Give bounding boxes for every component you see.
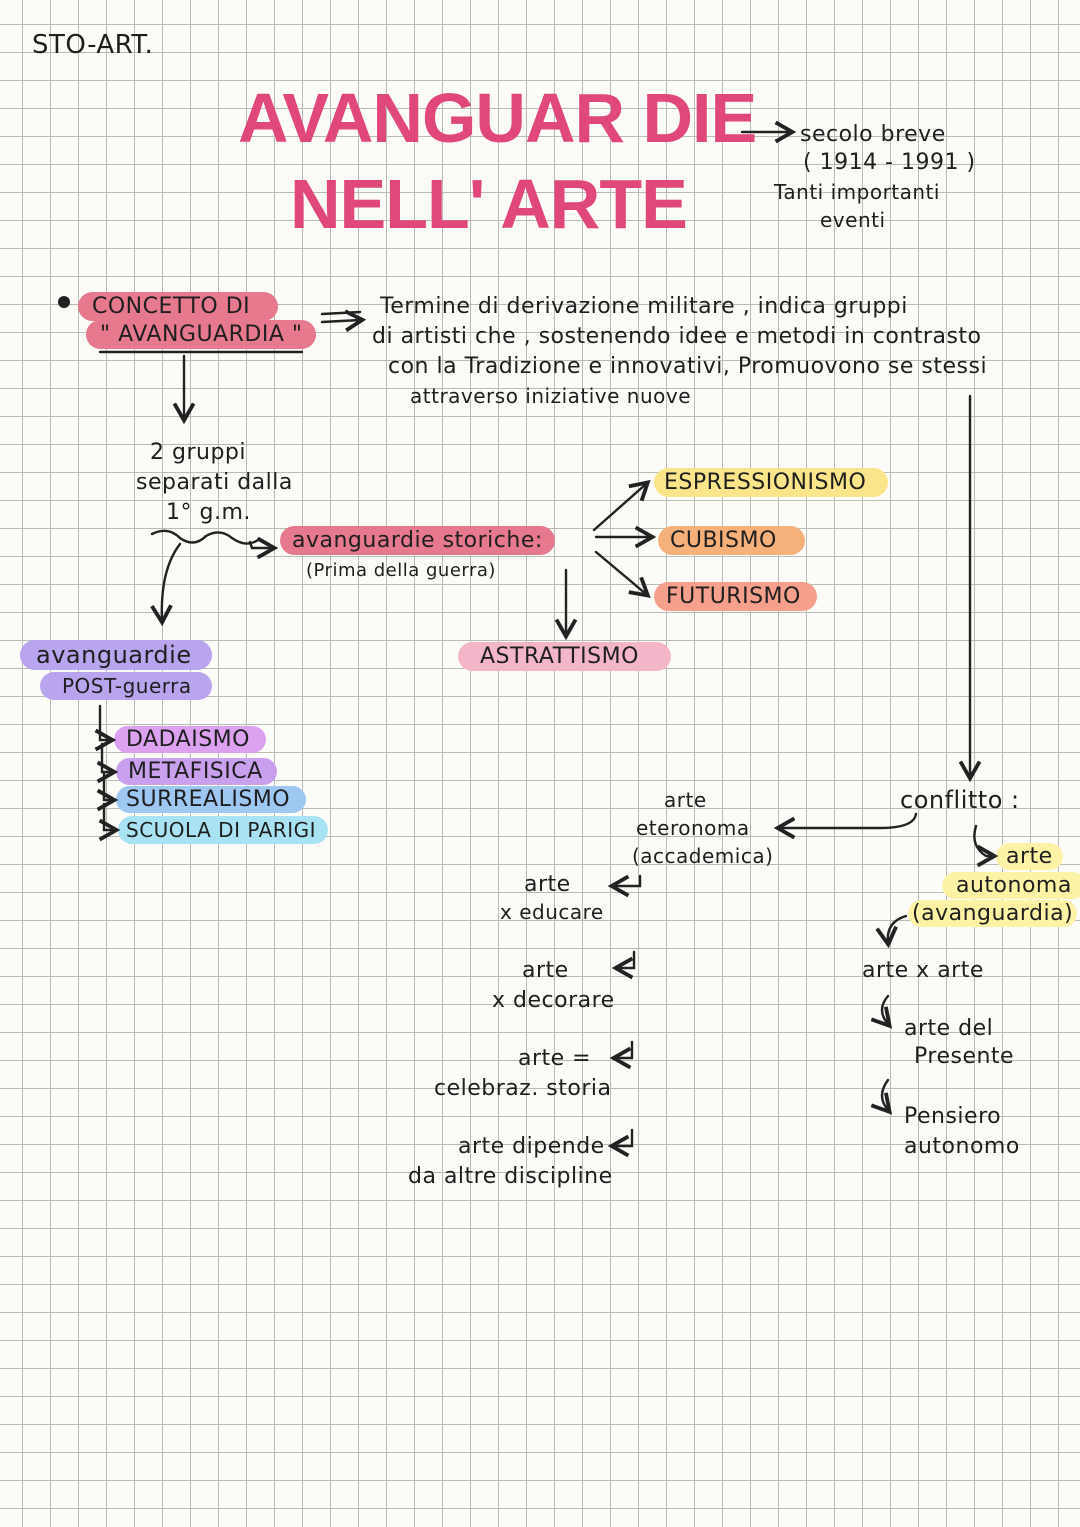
historic-note: (Prima della guerra) <box>306 560 496 581</box>
movement-futurismo: FUTURISMO <box>654 582 817 611</box>
movement-surrealismo: SURREALISMO <box>116 786 307 813</box>
postwar-arrow <box>150 542 182 627</box>
page-title-line-1: AVANGUAR DIE <box>238 79 757 157</box>
movement-astrattismo: ASTRATTISMO <box>458 642 671 671</box>
side-note-line-4: eventi <box>820 208 886 232</box>
autonomous-title-line-1: arte <box>996 843 1063 870</box>
side-note-line-2: ( 1914 - 1991 ) <box>803 150 976 175</box>
autonomous-arrow <box>973 824 999 868</box>
bullet-icon <box>58 296 70 308</box>
movement-dadaismo: DADAISMO <box>114 726 266 753</box>
heteronomous-item-3-line-1: arte = <box>518 1046 592 1071</box>
heteronomous-title-line-3: (accademica) <box>632 844 774 868</box>
heteronomous-item-1-line-2: x educare <box>500 900 604 924</box>
concept-definition-line-3: con la Tradizione e innovativi, Promuovo… <box>388 354 988 379</box>
subject-label: STO-ART. <box>32 30 154 60</box>
concept-label-line-2: " AVANGUARDIA " <box>86 320 317 349</box>
movement-metafisica: METAFISICA <box>116 758 277 785</box>
discipline-arrow <box>607 1128 634 1158</box>
autonomous-item-1-line-1: arte x arte <box>862 958 984 983</box>
surrealismo-branch <box>96 772 119 812</box>
metafisica-branch <box>96 742 119 784</box>
concept-definition-line-1: Termine di derivazione militare , indica… <box>380 294 908 319</box>
espressionismo-arrow <box>592 479 651 532</box>
movement-scuola-di-parigi: SCUOLA DI PARIGI <box>118 816 328 844</box>
parigi-branch <box>98 802 121 842</box>
autonomous-item-3-line-1: Pensiero <box>904 1104 1002 1129</box>
historic-label: avanguardie storiche: <box>280 526 555 555</box>
futurismo-arrow <box>594 550 651 599</box>
heteronomous-item-2-line-2: x decorare <box>492 988 615 1013</box>
groups-line-1: 2 gruppi <box>150 440 246 465</box>
groups-line-3: 1° g.m. <box>166 500 251 525</box>
heteronomous-arrow <box>773 812 918 840</box>
autonomous-title-line-2: autonoma <box>942 872 1080 899</box>
page-title-line-2: NELL' ARTE <box>290 165 688 243</box>
groups-line-2: separati dalla <box>136 470 293 495</box>
heteronomous-item-2-line-1: arte <box>522 958 569 983</box>
pensiero-arrow <box>870 1078 893 1115</box>
decorare-arrow <box>611 950 636 980</box>
side-note-line-1: secolo breve <box>800 122 946 147</box>
autonomous-item-2-line-2: Presente <box>914 1044 1015 1069</box>
dadaismo-branch <box>94 704 117 752</box>
groups-bracket <box>150 529 260 545</box>
implies-arrow <box>320 310 362 316</box>
presente-arrow <box>870 994 893 1029</box>
concept-label-line-1: CONCETTO DI <box>78 292 279 321</box>
arte-x-arte-arrow <box>875 914 908 949</box>
heteronomous-item-4-line-1: arte dipende <box>458 1134 605 1159</box>
autonomous-title-line-3: (avanguardia) <box>908 900 1078 927</box>
conflict-label: conflitto : <box>900 786 1020 814</box>
heteronomous-title-line-2: eteronoma <box>636 816 750 840</box>
heteronomous-item-4-line-2: da altre discipline <box>408 1164 613 1189</box>
heteronomous-item-3-line-2: celebraz. storia <box>434 1076 612 1101</box>
movement-espressionismo: ESPRESSIONISMO <box>654 468 889 497</box>
concept-definition-line-2: di artisti che , sostenendo idee e metod… <box>372 324 982 349</box>
historic-arrow <box>248 536 279 560</box>
postwar-label-line-2: POST-guerra <box>40 672 212 700</box>
autonomous-item-3-line-2: autonomo <box>904 1134 1020 1159</box>
movement-cubismo: CUBISMO <box>658 526 805 555</box>
autonomous-item-2-line-1: arte del <box>904 1016 994 1041</box>
educare-arrow <box>607 874 642 898</box>
postwar-label-line-1: avanguardie <box>20 640 212 670</box>
heteronomous-item-1-line-1: arte <box>524 872 571 897</box>
heteronomous-title-line-1: arte <box>664 788 707 812</box>
side-note-line-3: Tanti importanti <box>774 180 940 204</box>
concept-definition-line-4: attraverso iniziative nuove <box>410 384 692 408</box>
storia-arrow <box>609 1040 634 1070</box>
